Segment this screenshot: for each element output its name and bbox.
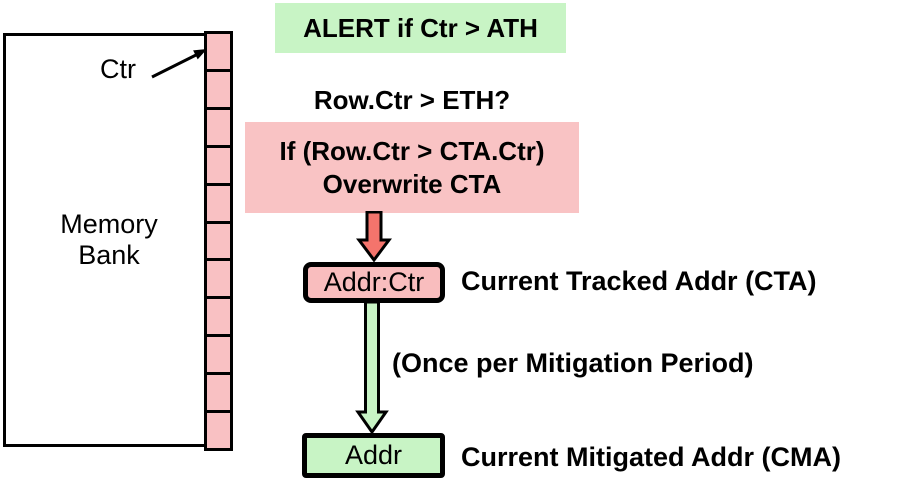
- cta-register-box: Addr:Ctr: [303, 262, 445, 303]
- counter-cell: [207, 223, 230, 259]
- counter-cell: [207, 299, 230, 335]
- eth-check-text: Row.Ctr > ETH?: [313, 85, 511, 115]
- ctr-label: Ctr: [100, 54, 136, 84]
- cma-register-box: Addr: [302, 433, 445, 478]
- memory-bank-rect: [3, 33, 233, 447]
- green-down-arrow-icon: [355, 301, 389, 434]
- counter-cell: [207, 337, 230, 373]
- cta-update-rule-line2: Overwrite CTA: [322, 168, 502, 199]
- counter-cell: [207, 261, 230, 297]
- cma-register-label: Current Mitigated Addr (CMA): [461, 442, 841, 472]
- alert-condition-box: ALERT if Ctr > ATH: [275, 3, 566, 53]
- counter-cell: [207, 413, 230, 448]
- memory-bank-label: Memory Bank: [14, 209, 204, 271]
- counter-cell: [207, 109, 230, 145]
- counter-cell-column: [204, 31, 233, 451]
- cma-register-value: Addr: [344, 440, 403, 470]
- memory-bank-label-line1: Memory: [60, 209, 158, 239]
- cta-register-label: Current Tracked Addr (CTA): [461, 266, 817, 296]
- cta-update-rule-box: If (Row.Ctr > CTA.Ctr) Overwrite CTA: [245, 122, 579, 213]
- counter-cell: [207, 185, 230, 221]
- counter-cell: [207, 375, 230, 411]
- counter-cell: [207, 71, 230, 107]
- ctr-pointer-arrow-icon: [151, 49, 207, 79]
- counter-cell: [207, 147, 230, 183]
- red-down-arrow-icon: [356, 211, 392, 263]
- cta-update-rule-line1: If (Row.Ctr > CTA.Ctr): [279, 135, 545, 166]
- mitigation-period-note: (Once per Mitigation Period): [392, 348, 754, 378]
- cta-register-value: Addr:Ctr: [323, 267, 425, 297]
- memory-bank-label-line2: Bank: [78, 240, 140, 270]
- counter-cell: [207, 34, 230, 69]
